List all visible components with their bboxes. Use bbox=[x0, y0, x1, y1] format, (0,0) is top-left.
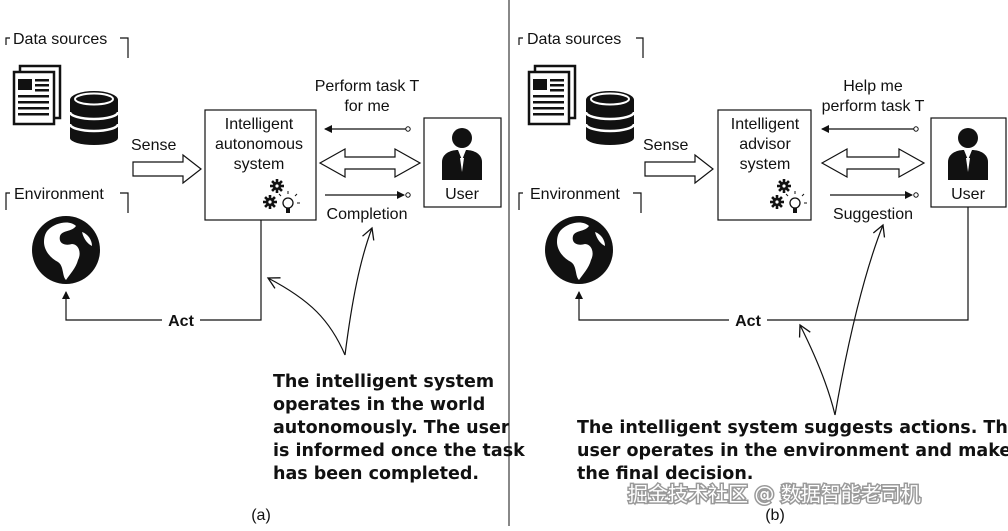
act-path bbox=[575, 207, 969, 321]
gear-icon bbox=[263, 195, 277, 209]
database-icon bbox=[584, 91, 636, 145]
user-label: User bbox=[951, 186, 985, 203]
lightbulb-icon bbox=[278, 191, 300, 213]
sense-label: Sense bbox=[643, 137, 688, 154]
system-label-line1: Intelligent bbox=[225, 116, 294, 133]
data-sources-bracket bbox=[5, 37, 129, 58]
act-label: Act bbox=[168, 313, 194, 330]
task-label-line2: for me bbox=[344, 98, 389, 115]
interaction-double-arrow bbox=[318, 147, 422, 179]
system-label-line2: advisor bbox=[739, 136, 791, 153]
environment-label: Environment bbox=[14, 186, 104, 203]
interaction-double-arrow bbox=[820, 147, 926, 179]
sense-label: Sense bbox=[131, 137, 176, 154]
task-label-line2: perform task T bbox=[822, 98, 925, 115]
panel-label: (a) bbox=[251, 507, 271, 524]
panel-a: Data sources Environment bbox=[5, 31, 525, 524]
caption-pointer bbox=[266, 277, 346, 356]
system-label-line2: autonomous bbox=[215, 136, 303, 153]
system-box bbox=[204, 109, 317, 221]
act-label: Act bbox=[735, 313, 761, 330]
panel-b: Data sources Environment Sense bbox=[518, 31, 1008, 524]
environment-bracket bbox=[5, 192, 129, 213]
user-icon bbox=[948, 128, 988, 180]
caption-line: the final decision. bbox=[577, 464, 753, 484]
database-icon bbox=[68, 91, 120, 145]
document-icon bbox=[12, 64, 62, 126]
caption-pointer bbox=[798, 323, 836, 416]
system-label-line3: system bbox=[234, 156, 285, 173]
task-label-line1: Perform task T bbox=[315, 78, 420, 95]
caption-pointer bbox=[344, 226, 375, 356]
environment-bracket bbox=[518, 192, 642, 213]
gear-icon bbox=[770, 195, 784, 209]
user-label: User bbox=[445, 186, 479, 203]
data-sources-bracket bbox=[518, 37, 644, 58]
globe-icon bbox=[545, 216, 613, 284]
caption-line: autonomously. The user bbox=[273, 418, 510, 438]
task-label-line1: Help me bbox=[843, 78, 903, 95]
lightbulb-icon bbox=[785, 191, 807, 213]
environment-label: Environment bbox=[530, 186, 620, 203]
caption-line: The intelligent system suggests actions.… bbox=[577, 418, 1008, 438]
data-sources-label: Data sources bbox=[527, 31, 621, 48]
caption-line: user operates in the environment and mak… bbox=[577, 441, 1008, 461]
caption-line: operates in the world bbox=[273, 395, 485, 415]
document-icon bbox=[527, 64, 577, 126]
sense-arrow bbox=[644, 153, 714, 185]
gear-icon bbox=[270, 179, 284, 193]
gear-icon bbox=[777, 179, 791, 193]
user-icon bbox=[442, 128, 482, 180]
suggestion-label: Suggestion bbox=[833, 206, 913, 223]
caption-line: The intelligent system bbox=[273, 372, 494, 392]
caption-line: has been completed. bbox=[273, 464, 479, 484]
watermark: 掘金技术社区 @ 数据智能老司机 bbox=[628, 482, 921, 506]
caption-pointer bbox=[834, 223, 886, 416]
system-label-line3: system bbox=[740, 156, 791, 173]
completion-label: Completion bbox=[327, 206, 408, 223]
sense-arrow bbox=[132, 153, 202, 185]
data-sources-label: Data sources bbox=[13, 31, 107, 48]
panel-label: (b) bbox=[765, 507, 785, 524]
globe-icon bbox=[32, 216, 100, 284]
system-label-line1: Intelligent bbox=[731, 116, 800, 133]
caption-line: is informed once the task bbox=[273, 441, 525, 461]
